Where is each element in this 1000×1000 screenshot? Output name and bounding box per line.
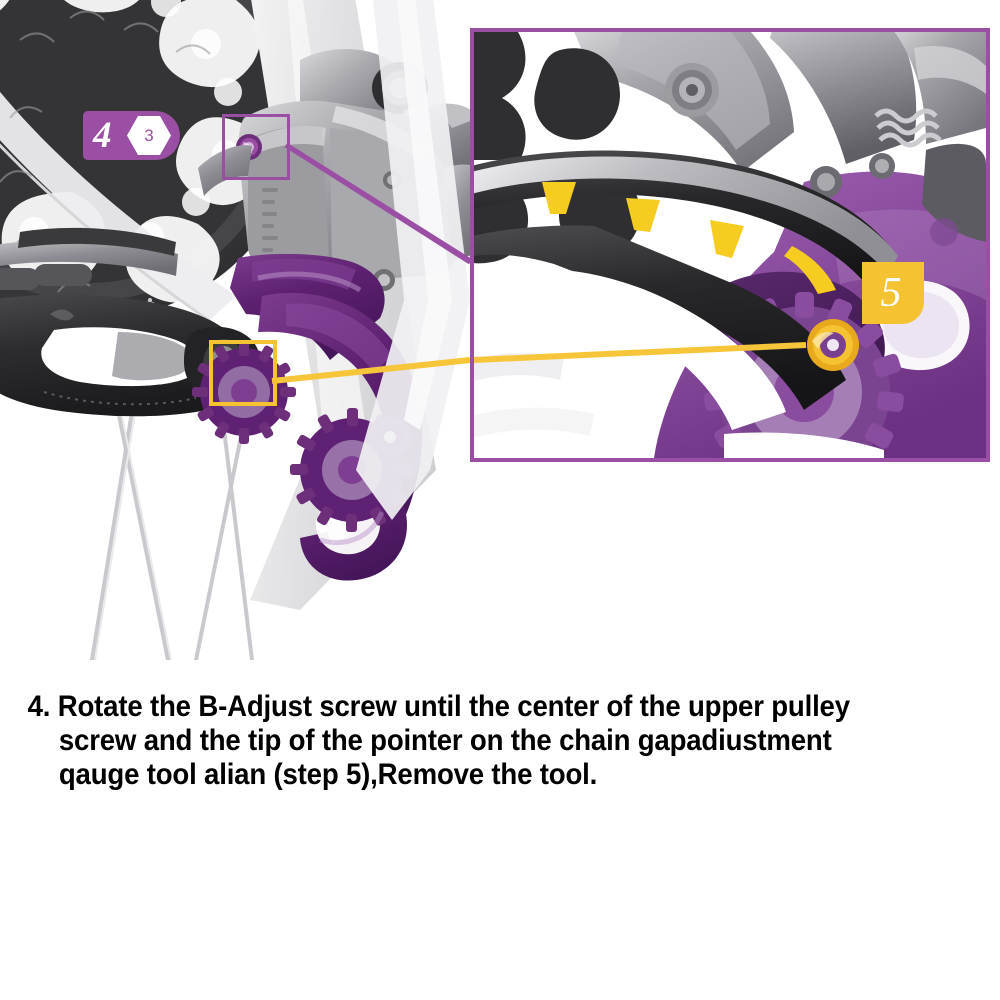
inset-derailleur-body [574,32,986,246]
inset-spring [874,108,942,148]
inset-gauge-tool [474,150,898,430]
step-5-number: 5 [880,270,902,316]
cassette-teeth-detail [0,10,211,293]
chain-links [0,264,92,290]
step-5-badge: 5 [862,262,924,324]
chain-gap-adjustment-gauge-tool [0,227,261,417]
inset-pivot-cap [665,63,719,117]
instruction-caption: 4. Rotate the B-Adjust screw until the c… [0,690,920,792]
caption-line-1: 4. Rotate the B-Adjust screw until the c… [27,690,850,723]
upper-pulley-screw-callout-box [209,340,277,406]
step-4-badge: 4 3 [83,111,180,160]
gauge-tool-engraving [43,309,197,406]
derailleur-engraving [262,188,278,252]
hex-chip-3-icon: 3 [127,116,171,155]
caption-line-3: qauge tool alian (step 5),Remove the too… [58,758,598,791]
gauge-pointer-markers [542,182,836,294]
inset-linkage-screws [810,153,895,198]
caption-line-2: screw and the tip of the pointer on the … [58,724,832,757]
step-4-number: 4 [93,115,111,156]
inset-svg [474,32,986,458]
b-adjust-screw-callout-box [222,114,290,180]
hex-chip-number: 3 [144,125,154,145]
zoomed-detail-panel [470,28,990,462]
